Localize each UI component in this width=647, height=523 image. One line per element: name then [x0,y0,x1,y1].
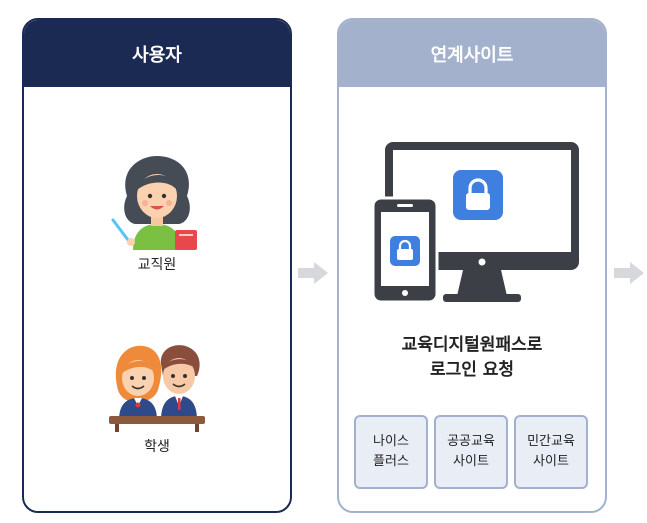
user-panel-title: 사용자 [24,20,290,87]
student-item: 학생 [24,336,290,456]
students-icon [109,345,205,432]
private-education-site-button[interactable]: 민간교육 사이트 [514,415,588,489]
arrow-right-icon [298,262,328,284]
neis-plus-button[interactable]: 나이스 플러스 [354,415,428,489]
staff-item: 교직원 [24,150,290,274]
site-panel-title: 연계사이트 [339,20,605,87]
phone-icon [371,196,439,304]
arrow-right-icon [614,262,644,284]
lock-icon [453,170,503,220]
login-request-text: 교육디지털원패스로 로그인 요청 [339,333,605,383]
staff-label: 교직원 [137,257,177,273]
request-line-1: 교육디지털원패스로 [401,335,543,355]
linked-site-panel: 연계사이트 교육디지털원패스로 로그인 요청 나이스 플러스 [337,18,607,513]
site-buttons: 나이스 플러스 공공교육 사이트 민간교육 사이트 [354,415,588,489]
public-education-site-button[interactable]: 공공교육 사이트 [434,415,508,489]
user-panel: 사용자 교직원 [22,18,292,513]
devices-illustration [371,142,579,304]
student-label: 학생 [144,439,170,455]
teacher-icon [111,156,197,250]
request-line-2: 로그인 요청 [429,360,515,380]
